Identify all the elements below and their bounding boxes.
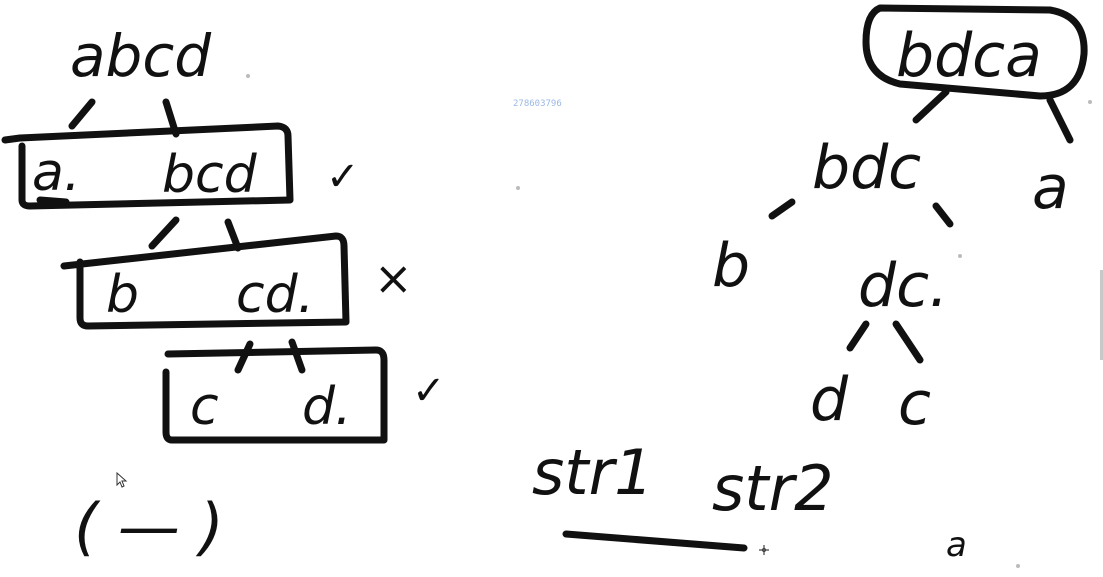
stray-dot [1016, 564, 1020, 568]
right-root-branch-left [912, 88, 950, 124]
right-root-circle [862, 4, 1088, 100]
crosshair-icon [759, 545, 769, 555]
stray-dot [246, 74, 250, 78]
str2-label: str2 [712, 452, 834, 525]
left-level3-left: c [190, 377, 219, 437]
left-root-label: abcd [70, 22, 212, 90]
left-level1-right: bcd [162, 145, 258, 205]
left-level2-branch-right [288, 338, 306, 374]
right-level1-left: bdc [812, 133, 921, 203]
right-level1-branch-left [768, 198, 796, 220]
str1-label: str1 [532, 436, 654, 509]
stray-dot [1088, 100, 1092, 104]
right-level1-branch-right [932, 202, 954, 228]
right-level3-right: c [898, 369, 931, 439]
left-level1-mark: ✓ [326, 154, 360, 200]
left-level2-mark: × [374, 251, 413, 305]
left-level1-box [1, 122, 294, 210]
str1-underline [562, 530, 748, 552]
stray-dot [958, 254, 962, 258]
left-level1-underline [36, 196, 70, 206]
right-level2-branch-left [846, 320, 870, 352]
left-root-branch-left [68, 98, 96, 130]
right-root-label: bdca [896, 21, 1042, 91]
left-level3-mark: ✓ [412, 368, 446, 414]
right-root-branch-right [1046, 96, 1074, 144]
left-level1-branch-left [148, 216, 180, 250]
right-level1-right: a [1032, 153, 1069, 223]
right-level2-left: b [712, 231, 750, 301]
left-level3-box [162, 346, 388, 444]
left-level2-branch-left [234, 340, 254, 374]
watermark-stamp: 278603796 [513, 99, 562, 109]
right-level2-right: dc. [858, 251, 948, 321]
left-level2-left: b [106, 265, 139, 325]
trailing-label: a [946, 525, 967, 565]
right-level2-branch-right [892, 320, 924, 364]
mouse-pointer-icon [116, 471, 128, 488]
left-level2-box [60, 232, 350, 330]
left-level3-right: d. [302, 377, 352, 437]
right-level3-left: d [810, 365, 849, 435]
scrollbar-edge[interactable] [1100, 270, 1103, 360]
left-bottom-note: ( — ) [74, 490, 224, 563]
left-level1-left: a. [32, 143, 80, 203]
stray-dot [516, 186, 520, 190]
left-level2-right: cd. [236, 265, 314, 325]
